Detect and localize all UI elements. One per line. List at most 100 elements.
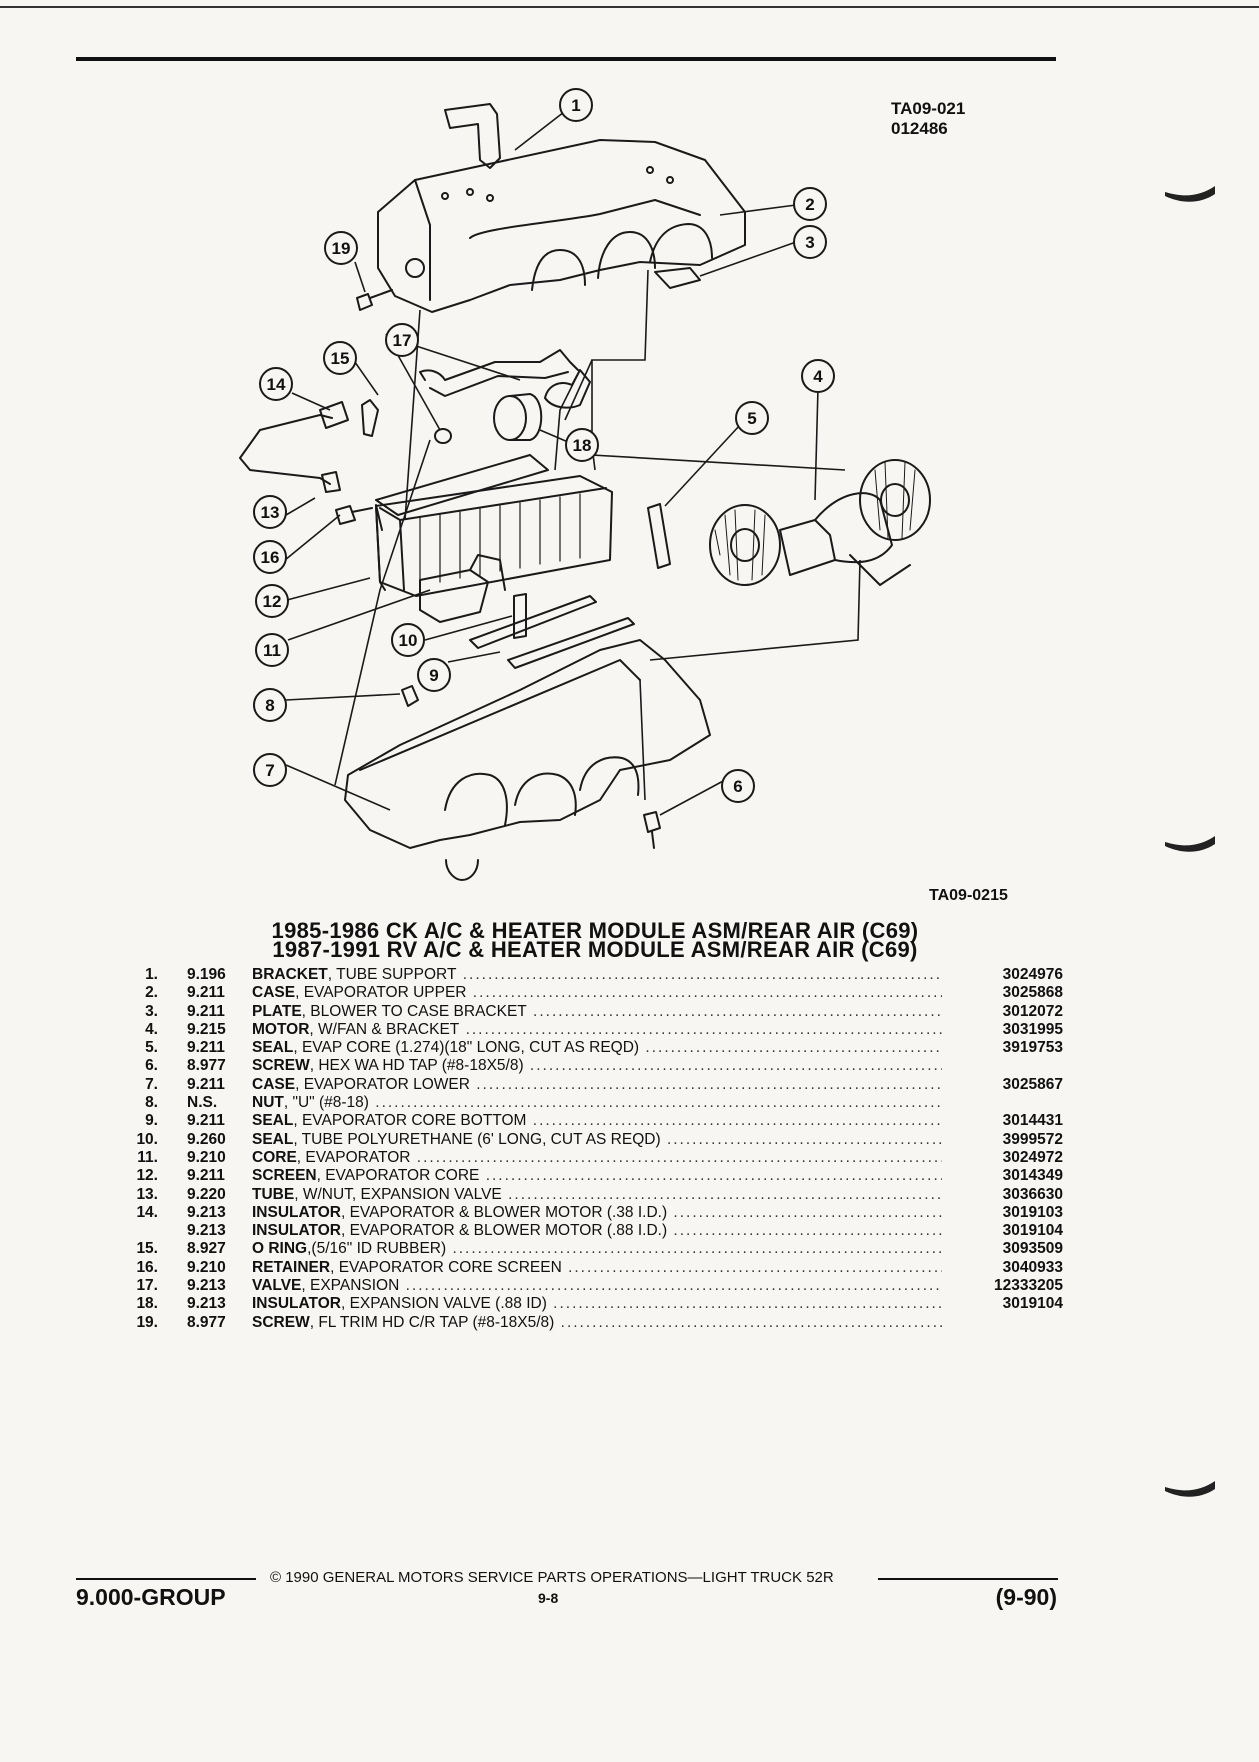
callout-19: 19	[332, 239, 351, 258]
title-line-1: 1985-1986 CK A/C & HEATER MODULE ASM/REA…	[271, 918, 919, 943]
callout-11: 11	[263, 641, 281, 660]
tube-13	[239, 414, 333, 485]
part-number: 3019103	[1002, 1203, 1063, 1221]
leader-dots: ........................................…	[533, 1002, 942, 1020]
part-detail: , EVAPORATOR & BLOWER MOTOR (.88 I.D.)	[340, 1222, 668, 1240]
callout-6: 6	[733, 777, 742, 796]
part-detail: , "U" (#8-18)	[283, 1094, 369, 1112]
part-detail: , EVAPORATOR LOWER	[295, 1075, 470, 1093]
part-number: 3014431	[1002, 1112, 1063, 1130]
illustration-date: 012486	[891, 119, 948, 138]
leader-dots: ........................................…	[673, 1203, 942, 1221]
part-group: 9.213	[187, 1203, 226, 1221]
part-name: RETAINER	[252, 1258, 331, 1276]
part-index: 6.	[145, 1057, 158, 1075]
screw-16	[335, 505, 373, 525]
expansion-tube	[419, 349, 579, 381]
part-number: 3024972	[1002, 1148, 1063, 1166]
header-rule	[76, 57, 1056, 61]
part-group: 9.196	[187, 966, 226, 983]
part-group: 9.211	[187, 1039, 225, 1057]
part-group: 8.927	[187, 1240, 226, 1258]
part-index: 13.	[136, 1185, 158, 1203]
binding-mark	[1165, 1481, 1215, 1497]
part-detail: , HEX WA HD TAP (#8-18X5/8)	[309, 1057, 524, 1075]
part-number: 3019104	[1002, 1295, 1063, 1313]
part-name: TUBE	[252, 1185, 295, 1203]
part-detail: , EXPANSION	[301, 1277, 400, 1295]
part-index: 16.	[136, 1258, 158, 1276]
title-line-2: 1987-1991 RV A/C & HEATER MODULE ASM/REA…	[272, 937, 918, 962]
callout-5: 5	[747, 409, 756, 428]
part-detail: , EVAPORATOR UPPER	[295, 984, 467, 1002]
copyright-notice: © 1990 GENERAL MOTORS SERVICE PARTS OPER…	[270, 1569, 834, 1586]
part-description: MOTOR, W/FAN & BRACKET .................…	[252, 1021, 942, 1039]
part-description: TUBE, W/NUT, EXPANSION VALVE ...........…	[252, 1186, 942, 1204]
part-detail: , BLOWER TO CASE BRACKET	[301, 1002, 527, 1020]
screw-6	[643, 811, 661, 849]
callout-2: 2	[805, 195, 814, 214]
part-number: 3012072	[1002, 1002, 1063, 1020]
part-group: 9.211	[187, 1075, 225, 1093]
core-bottom-seal	[469, 595, 635, 669]
leader-dots: ........................................…	[476, 1075, 942, 1093]
part-group: 9.211	[187, 984, 225, 1002]
parts-list: 1. 9.196 BRACKET, TUBE SUPPORT ...........…	[128, 966, 1063, 1332]
part-detail: , EVAPORATOR CORE BOTTOM	[293, 1112, 527, 1130]
part-index: 3.	[145, 1002, 158, 1020]
evaporator-screen	[375, 454, 549, 516]
part-row: 1. 9.196 BRACKET, TUBE SUPPORT ...........…	[128, 966, 1063, 984]
part-number: 3019104	[1002, 1222, 1063, 1240]
part-name: SEAL	[252, 1130, 294, 1148]
part-group: 9.213	[187, 1295, 226, 1313]
part-name: SCREEN	[252, 1167, 317, 1185]
callout-4: 4	[813, 367, 823, 386]
part-detail: , EVAPORATOR	[296, 1148, 411, 1166]
part-description: INSULATOR, EVAPORATOR & BLOWER MOTOR (.8…	[252, 1222, 942, 1240]
part-index: 14.	[136, 1203, 158, 1221]
part-detail: , W/FAN & BRACKET	[309, 1020, 460, 1038]
part-description: BRACKET, TUBE SUPPORT ..................…	[252, 966, 942, 984]
part-name: BRACKET	[252, 966, 328, 983]
part-detail: , FL TRIM HD C/R TAP (#8-18X5/8)	[309, 1313, 555, 1331]
top-edge-rule	[0, 6, 1259, 8]
leader-dots: ........................................…	[465, 1020, 942, 1038]
part-index: 1.	[145, 966, 158, 983]
part-group: 9.213	[187, 1222, 226, 1240]
leader-dots: ........................................…	[560, 1313, 942, 1331]
footer-rule-left	[76, 1578, 256, 1580]
part-name: O RING	[252, 1240, 308, 1258]
part-detail: ,(5/16" ID RUBBER)	[307, 1240, 447, 1258]
part-index: 15.	[136, 1240, 158, 1258]
leader-dots: ........................................…	[508, 1185, 942, 1203]
figure-code: TA09-0215	[929, 887, 1008, 904]
part-description: NUT, "U" (#8-18) .......................…	[252, 1094, 942, 1112]
part-name: PLATE	[252, 1002, 302, 1020]
part-group: 9.260	[187, 1130, 226, 1148]
part-name: INSULATOR	[252, 1295, 341, 1313]
part-index: 18.	[136, 1295, 158, 1313]
part-name: VALVE	[252, 1277, 302, 1295]
part-group: 8.977	[187, 1057, 226, 1075]
leader-dots: ........................................…	[405, 1277, 942, 1295]
part-description: RETAINER, EVAPORATOR CORE SCREEN .......…	[252, 1259, 942, 1277]
part-detail: , W/NUT, EXPANSION VALVE	[294, 1185, 502, 1203]
leader-dots: ........................................…	[673, 1222, 942, 1240]
callout-14: 14	[267, 375, 286, 394]
leader-dots: ........................................…	[472, 984, 942, 1002]
part-detail: , EVAP CORE (1.274)(18" LONG, CUT AS REQ…	[293, 1039, 640, 1057]
part-index: 5.	[145, 1039, 158, 1057]
callout-12: 12	[263, 592, 282, 611]
part-index: 9.	[145, 1112, 158, 1130]
part-group: 9.211	[187, 1112, 225, 1130]
